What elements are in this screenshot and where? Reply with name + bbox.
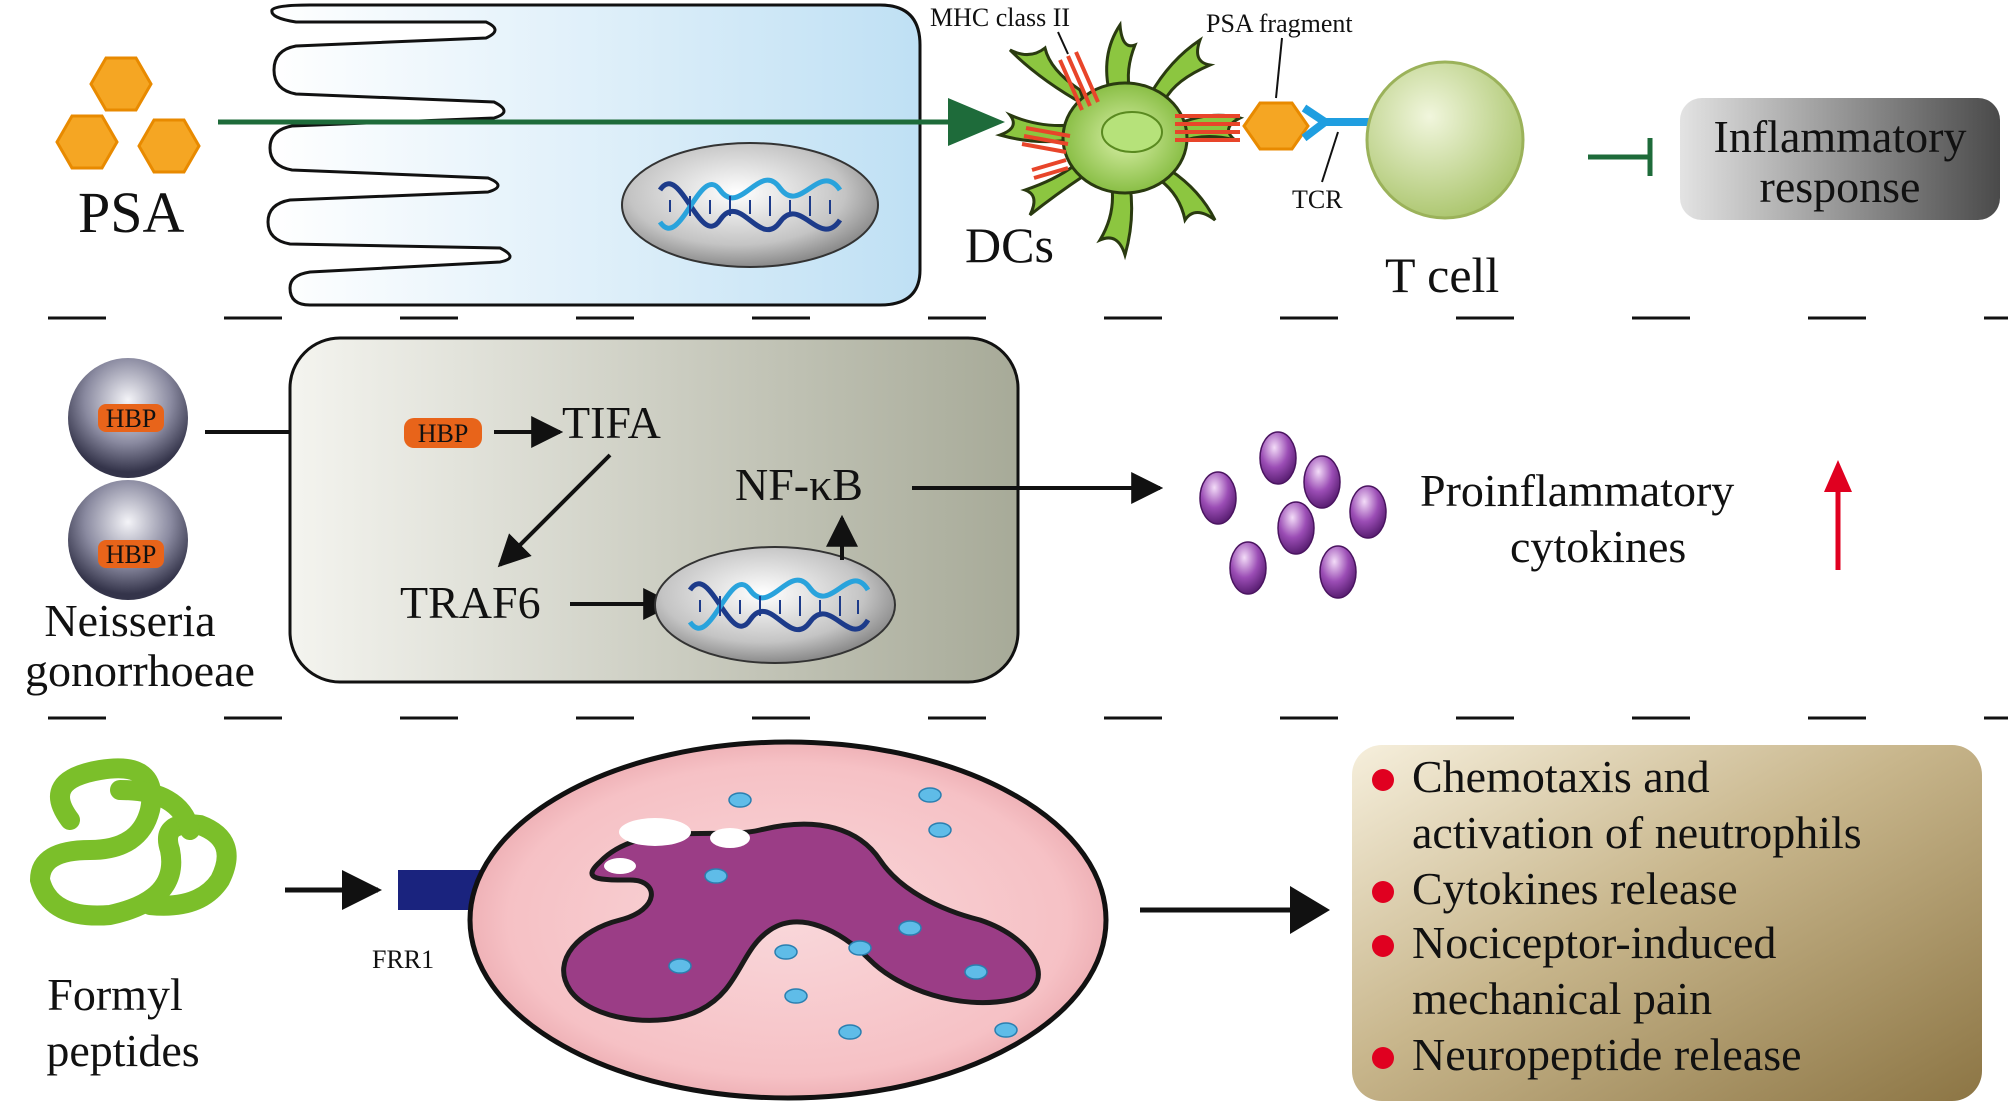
bullet-3	[1372, 935, 1394, 957]
effect-1-line1: Chemotaxis and	[1412, 751, 1710, 802]
tcr-receptor	[1301, 104, 1372, 142]
cytokines-label-line1: Proinflammatory	[1420, 465, 1734, 516]
hbp-tag-top: HBP	[106, 404, 157, 433]
effects-list: Chemotaxis and activation of neutrophils…	[1372, 751, 1862, 1080]
host-cell-box	[288, 336, 1020, 684]
dna-helix-icon-2	[687, 577, 871, 632]
psa-fragment-label: PSA fragment	[1206, 9, 1353, 38]
epithelial-cell	[266, 3, 922, 307]
mhc-pointer	[1057, 31, 1069, 55]
t-cell-label: T cell	[1385, 247, 1499, 303]
increase-arrow-head	[1824, 460, 1852, 492]
effect-1-line2: activation of neutrophils	[1412, 807, 1862, 858]
effects-box	[1352, 745, 1982, 1101]
psa-transit-arrowhead	[948, 98, 1005, 146]
hbp-tag-bottom: HBP	[106, 540, 157, 569]
tifa-traf6-arrow	[497, 453, 612, 568]
effect-3-line2: mechanical pain	[1412, 973, 1712, 1024]
hbp-inside-label: HBP	[418, 419, 469, 448]
neutrophil-icon	[467, 739, 1109, 1101]
tcr-pointer	[1321, 131, 1339, 183]
bullet-4	[1372, 1047, 1394, 1069]
panel-psa: PSA	[55, 3, 2000, 307]
bullet-2	[1372, 881, 1394, 903]
formyl-label-line1: Formyl	[47, 969, 182, 1020]
neutrophil-effects-arrowhead	[1290, 886, 1330, 934]
mhc-class-ii-label: MHC class II	[930, 3, 1070, 32]
neisseria-icon: HBP HBP	[68, 358, 188, 600]
nfkb-label: NF-κB	[735, 459, 863, 510]
inflammatory-line2: response	[1760, 161, 1921, 212]
formyl-label-line2: peptides	[46, 1025, 199, 1076]
dcs-label: DCs	[965, 217, 1054, 273]
bullet-1	[1372, 769, 1394, 791]
effect-2-line1: Cytokines release	[1412, 863, 1738, 914]
fragment-pointer	[1275, 37, 1283, 99]
hexagon-psa-icon	[55, 56, 201, 174]
hbp-inside	[404, 418, 482, 448]
inflammatory-line1: Inflammatory	[1714, 111, 1967, 162]
cytokines-label-line2: cytokines	[1510, 521, 1686, 572]
panel-formyl: Formyl peptides FRR1	[29, 739, 1982, 1101]
panel-hbp: HBP HBP Neisseria gonorrhoeae HBP TIFA T…	[25, 336, 1852, 696]
inflammatory-response-box	[1680, 98, 2000, 220]
psa-fragment-icon	[1242, 101, 1310, 151]
formyl-peptide-icon	[29, 758, 237, 926]
neisseria-label-line1: Neisseria	[44, 595, 215, 646]
frr1-label: FRR1	[372, 945, 434, 974]
effect-3-line1: Nociceptor-induced	[1412, 917, 1776, 968]
dna-helix-icon	[657, 177, 843, 232]
nucleus-2	[654, 546, 896, 664]
cytokine-icon	[1199, 431, 1387, 599]
effect-4-line1: Neuropeptide release	[1412, 1029, 1802, 1080]
traf6-label: TRAF6	[400, 577, 541, 628]
t-cell-icon	[1365, 60, 1525, 220]
tcr-label: TCR	[1292, 185, 1343, 214]
psa-label: PSA	[78, 180, 185, 245]
dendritic-cell-icon	[995, 20, 1245, 261]
neisseria-label-line2: gonorrhoeae	[25, 645, 255, 696]
tifa-label: TIFA	[562, 397, 661, 448]
